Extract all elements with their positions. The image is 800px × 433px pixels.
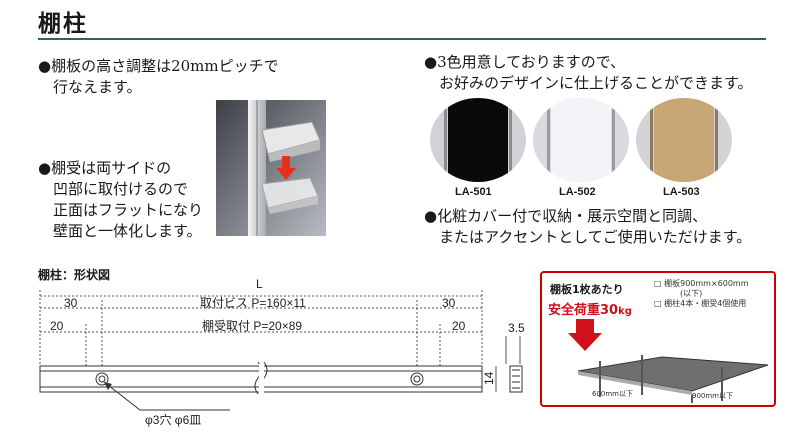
load-card: 棚板1枚あたり 安全荷重30kg □ 棚板900mm×600mm (以下) □ …	[540, 271, 776, 407]
bracket-photo	[216, 100, 326, 236]
bullet-flush-mount: ●棚受は両サイドの 凹部に取付けるので 正面はフラットになり 壁面と一体化します…	[38, 158, 203, 242]
swatch-la-503	[636, 98, 732, 182]
safe-load-unit: kg	[618, 306, 632, 317]
swatch-edge	[444, 98, 447, 182]
swatch-edge	[612, 98, 615, 182]
bullet-cover: ●化粧カバー付で収納・展示空間と同調、 またはアクセントとしてご使用いただけます…	[424, 206, 751, 248]
bullet-line: ●棚受は両サイドの	[38, 159, 172, 177]
swatch-label: LA-503	[663, 186, 700, 198]
dim-screw-pitch: 取付ビス P=160×11	[200, 296, 306, 310]
hole-note: φ3穴 φ6皿	[145, 412, 201, 427]
dim-shelf-depth: 600mm以下	[592, 390, 633, 398]
bullet-line: 凹部に取付けるので	[53, 180, 189, 198]
swatch-la-502	[533, 98, 629, 182]
bullet-line: 壁面と一体化します。	[53, 222, 202, 240]
dim-depth: 3.5	[508, 321, 525, 335]
safe-load-value: 安全荷重30	[548, 303, 619, 318]
bullet-height-adjust: ●棚板の高さ調整は20mmピッチで 行なえます。	[38, 56, 279, 98]
load-illustration	[568, 319, 769, 403]
bullet-line: お好みのデザインに仕上げることができます。	[439, 74, 753, 92]
swatch-edge	[547, 98, 550, 182]
dim-height: 14	[482, 371, 496, 385]
diagram-heading: 棚柱：形状図	[38, 268, 111, 282]
dim-screw-left: 30	[64, 296, 78, 310]
dim-bracket-left: 20	[50, 319, 64, 333]
bullet-line: 正面はフラットになり	[53, 201, 204, 219]
swatch-color	[654, 98, 714, 182]
load-card-head: 棚板1枚あたり	[550, 283, 624, 296]
swatch-color	[551, 98, 611, 182]
note-line: □ 棚柱4本・棚受4個使用	[654, 299, 747, 308]
shape-diagram: L 30 取付ビス P=160×11 30 20 棚受取付 P=20×89 20…	[39, 277, 525, 427]
dim-l: L	[256, 277, 263, 291]
dim-bracket-pitch: 棚受取付 P=20×89	[202, 318, 302, 333]
swatch-label: LA-501	[455, 186, 492, 198]
safe-load: 安全荷重30kg	[548, 299, 632, 318]
swatch-edge	[509, 98, 512, 182]
swatch-label: LA-502	[559, 186, 596, 198]
bullet-line: またはアクセントとしてご使用いただけます。	[439, 228, 752, 246]
bullet-line: ●3色用意しておりますので、	[424, 53, 626, 71]
bullet-line: ●棚板の高さ調整は20mmピッチで	[38, 57, 279, 75]
swatch-edge	[715, 98, 718, 182]
swatch-edge	[650, 98, 653, 182]
bullet-three-colors: ●3色用意しておりますので、 お好みのデザインに仕上げることができます。	[424, 52, 753, 94]
load-notes: □ 棚板900mm×600mm (以下) □ 棚柱4本・棚受4個使用	[654, 279, 749, 309]
dim-screw-right: 30	[442, 296, 456, 310]
bullet-line: ●化粧カバー付で収納・展示空間と同調、	[424, 207, 708, 225]
note-line: (以下)	[680, 289, 703, 298]
swatch-la-501	[430, 98, 526, 182]
bullet-line: 行なえます。	[53, 78, 142, 96]
swatch-color	[448, 98, 508, 182]
dim-bracket-right: 20	[452, 319, 466, 333]
dim-shelf-width: 900mm以下	[692, 392, 733, 400]
note-line: □ 棚板900mm×600mm	[654, 279, 749, 288]
title-rule	[38, 38, 766, 40]
page-title: 棚柱	[38, 10, 88, 37]
